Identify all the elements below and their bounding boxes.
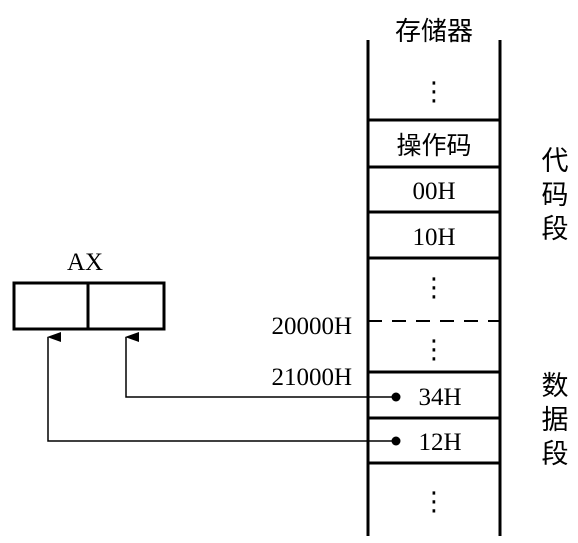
address-20000h: 20000H [271,313,352,340]
data-segment-char: 数 [542,371,569,402]
cell-10h: 10H [412,224,455,251]
data-segment-char: 段 [542,439,569,470]
address-21000h: 21000H [271,364,352,391]
memory-mid-ellipsis: ⋮ [421,273,447,303]
data-segment-char: 据 [542,405,569,436]
memory-title: 存储器 [395,17,473,47]
cell-34h: 34H [418,384,461,411]
cell-opcode: 操作码 [396,131,471,160]
code-segment-char: 段 [542,214,569,245]
code-segment-char: 码 [542,180,569,211]
code-segment-char: 代 [542,146,569,177]
memory-mid-ellipsis-2: ⋮ [421,335,447,365]
arrow-12h-to-ah [47,332,401,446]
cell-12h: 12H [418,429,461,456]
connector-34h [125,332,396,398]
code-segment-label: 代 码 段 [542,146,569,245]
arrow-34h-to-al [125,332,401,402]
connector-12h [47,332,396,442]
memory-top-ellipsis: ⋮ [421,77,447,107]
memory-bottom-ellipsis: ⋮ [421,487,447,517]
register-label-ax: AX [67,249,103,276]
data-segment-label: 数 据 段 [542,371,569,470]
cell-00h: 00H [412,178,455,205]
